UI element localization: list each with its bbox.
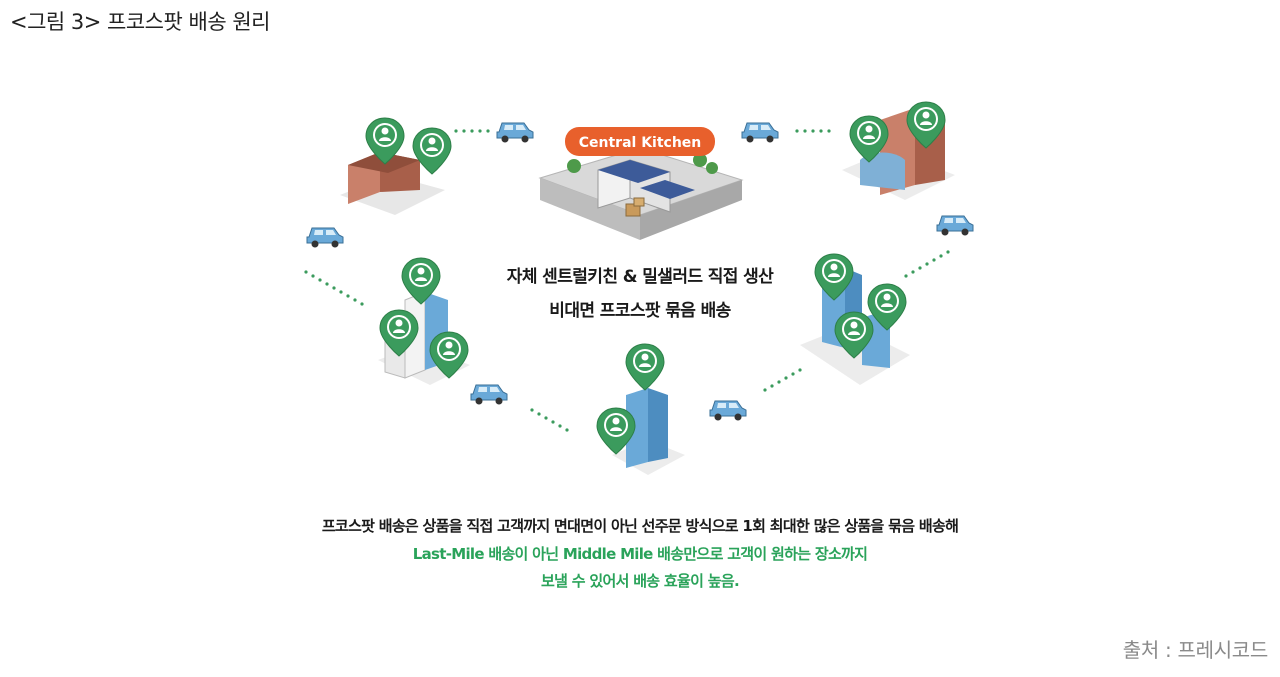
central-kitchen-icon: [538, 147, 744, 240]
building-icon: [340, 152, 445, 215]
source-credit: 출처 : 프레시코드: [1122, 638, 1269, 662]
route-dots: [763, 368, 802, 392]
car-icon: [470, 384, 508, 405]
car-icon: [709, 400, 747, 421]
figure-caption: <그림 3> 프코스팟 배송 원리: [10, 10, 270, 34]
car-icon: [496, 122, 534, 143]
car-icon: [936, 215, 974, 236]
map-pin-icon: [625, 343, 665, 391]
building-icon: [612, 388, 685, 475]
building-icon: [842, 108, 955, 200]
description-line-3: 보낼 수 있어서 배송 효율이 높음.: [541, 572, 740, 590]
center-text-line-2: 비대면 프코스팟 묶음 배송: [549, 301, 731, 321]
car-icon: [306, 227, 344, 248]
route-dots: [454, 129, 490, 133]
svg-text:Central Kitchen: Central Kitchen: [579, 135, 702, 151]
route-dots: [904, 250, 950, 278]
route-dots: [795, 129, 831, 133]
route-dots: [304, 270, 364, 306]
route-dots: [530, 408, 569, 432]
car-icon: [741, 122, 779, 143]
description-line-2: Last-Mile 배송이 아닌 Middle Mile 배송만으로 고객이 원…: [412, 545, 868, 563]
central-kitchen-label: Central Kitchen: [565, 127, 715, 156]
description-line-1: 프코스팟 배송은 상품을 직접 고객까지 면대면이 아닌 선주문 방식으로 1회…: [321, 517, 959, 535]
center-text-line-1: 자체 센트럴키친 & 밀샐러드 직접 생산: [506, 267, 774, 287]
